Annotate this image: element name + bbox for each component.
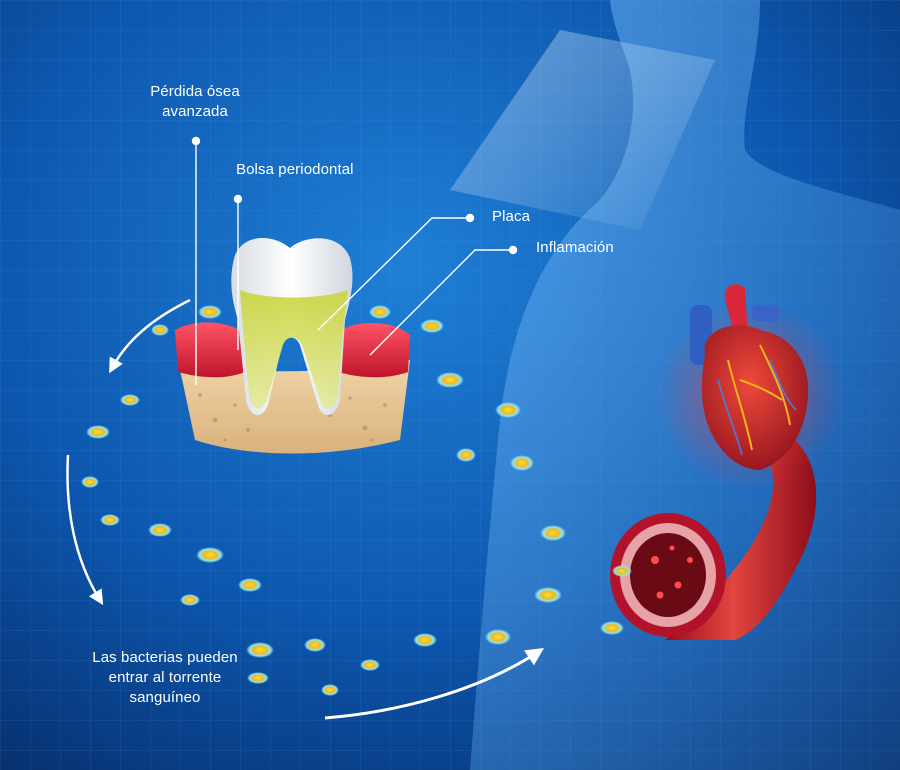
blood-vessel [610,440,817,640]
leader-dot-placa [465,213,475,223]
leader-lines [191,136,518,385]
jaw-bone [178,360,410,454]
label-line: avanzada [162,103,228,120]
bacterium [198,305,222,319]
label-inflamacion: Inflamación [536,239,614,256]
leader-placa [317,217,470,331]
pulmonary-artery [752,305,780,321]
arrow-bottom [324,648,545,720]
label-perdida-osea: Pérdida ósea avanzada [120,82,270,122]
vessel-tube [665,440,817,640]
bacterium [238,578,262,592]
bacterium [612,565,632,577]
bacterium [148,523,172,537]
bacterium [86,425,110,439]
plaque [240,290,348,409]
bacterium [120,394,140,406]
leader-inflamacion [369,249,513,356]
arrow-left [66,454,104,606]
bacterium [436,372,464,388]
bacterium [196,547,224,563]
gum-left [175,322,245,378]
blood-cells [651,545,693,599]
bacterium [456,448,476,462]
bacterium [600,621,624,635]
label-line: entrar al torrente [108,669,222,686]
leader-dot-inflamacion [508,245,518,255]
arrow-top-left [109,298,191,374]
label-placa: Placa [492,208,531,225]
bacterium [151,324,169,336]
bacterium [534,587,562,603]
bacterium [510,455,534,471]
heart [655,284,845,490]
bacterium [81,476,99,488]
bacterium [360,659,380,671]
bacteria-trail [81,305,624,696]
label-bolsa-periodontal: Bolsa periodontal [236,161,354,178]
bacterium [100,514,120,526]
bacterium [485,629,511,645]
bacterium [180,594,200,606]
coronary-vessels [727,344,791,451]
bacterium [420,319,444,333]
label-line: Pérdida ósea [150,83,240,100]
bacterium [495,402,521,418]
leader-dot-bolsa [233,194,243,204]
bacterium [321,684,339,696]
bacterium [246,642,274,658]
leader-dot-perdida [191,136,201,146]
bacterium [369,305,391,319]
bacterium [247,672,269,684]
flow-arrows [66,298,545,720]
bacterium [304,638,326,652]
label-line: Las bacterias pueden [92,649,238,666]
bacterium [413,633,437,647]
coronary-veins [717,359,797,456]
vessel-lumen [630,533,706,617]
bacterium [540,525,566,541]
light-beam [450,30,715,230]
label-line: sanguíneo [129,689,201,706]
label-bacterias: Las bacterias pueden entrar al torrente … [40,648,290,708]
